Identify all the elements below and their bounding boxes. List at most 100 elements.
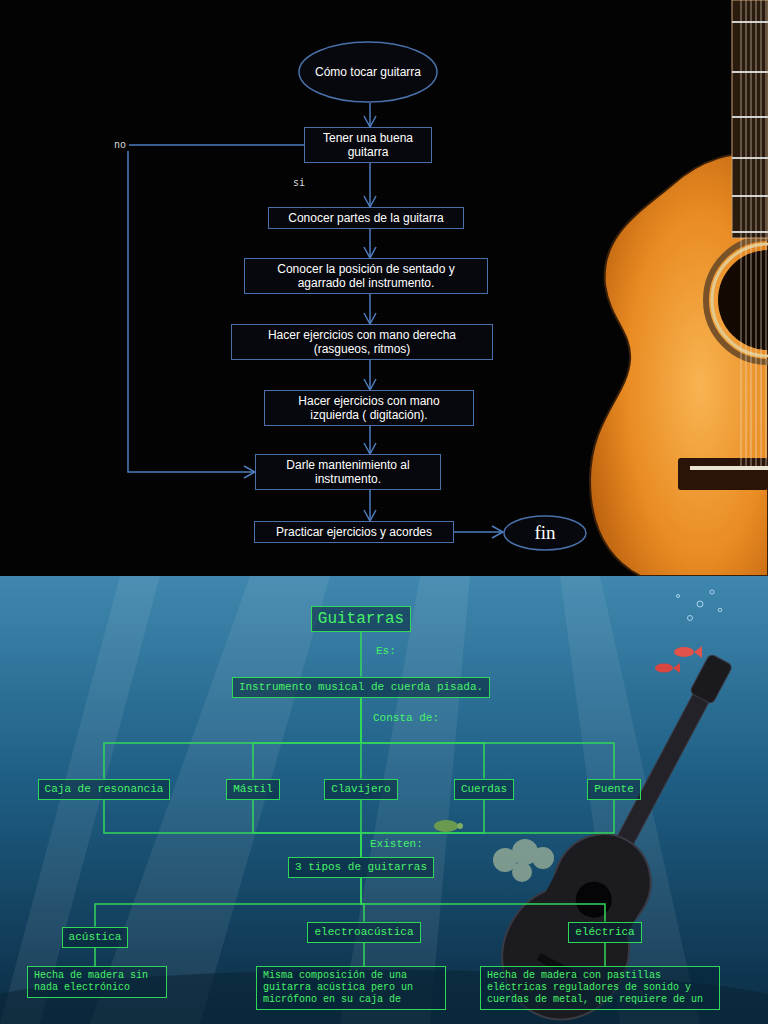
guitar-body bbox=[539, 852, 648, 948]
rosette bbox=[706, 238, 768, 362]
node-text: Hacer ejercicios con mano derecha (rasgu… bbox=[240, 328, 484, 356]
description-box: Hecha de madera con pastillas eléctricas… bbox=[480, 966, 720, 1010]
connector bbox=[364, 103, 376, 127]
node-text: Mástil bbox=[233, 783, 273, 796]
node-text: Darle mantenimiento al instrumento. bbox=[264, 458, 432, 486]
concept-box: 3 tipos de guitarras bbox=[288, 857, 434, 878]
connector bbox=[253, 800, 361, 857]
connector bbox=[604, 943, 605, 967]
connector-line bbox=[363, 943, 365, 967]
arrow-head bbox=[364, 510, 376, 521]
connector-line bbox=[604, 943, 606, 967]
node-text: Caja de resonancia bbox=[45, 783, 164, 796]
concept-box: Caja de resonancia bbox=[38, 779, 171, 800]
connector-line bbox=[361, 800, 484, 857]
node-text: Cuerdas bbox=[461, 783, 507, 796]
connector bbox=[361, 698, 614, 779]
bubbles bbox=[677, 590, 722, 621]
concept-box: acústica bbox=[62, 927, 129, 948]
arrow-head bbox=[364, 116, 376, 127]
connector bbox=[95, 878, 361, 927]
connector-line bbox=[360, 632, 362, 677]
process-box: Hacer ejercicios con mano izquierda ( di… bbox=[264, 390, 474, 426]
connector-line bbox=[454, 531, 503, 533]
node-text: 3 tipos de guitarras bbox=[295, 861, 427, 874]
arrow-head bbox=[364, 443, 376, 454]
connector bbox=[364, 294, 376, 324]
edge-label: si bbox=[290, 177, 308, 189]
concept-box: Cuerdas bbox=[454, 779, 514, 800]
connector bbox=[364, 426, 376, 454]
node-text: Tener una buena guitarra bbox=[313, 131, 423, 159]
jellyfish bbox=[493, 839, 554, 882]
arrow-head bbox=[244, 466, 255, 478]
underwater-guitar bbox=[479, 630, 768, 1024]
connector-line bbox=[361, 698, 614, 779]
node-text: Misma composición de una guitarra acústi… bbox=[263, 970, 439, 1006]
oval-shape bbox=[504, 516, 586, 550]
arrow-head bbox=[364, 313, 376, 324]
strings bbox=[741, 0, 766, 470]
node-text: eléctrica bbox=[575, 926, 634, 939]
rosette bbox=[712, 244, 768, 356]
guitar-photo bbox=[590, 0, 768, 576]
arrow-head bbox=[364, 247, 376, 258]
node-text: Hecha de madera con pastillas eléctricas… bbox=[487, 970, 713, 1006]
concept-box: Instrumento musical de cuerda pisada. bbox=[232, 677, 490, 698]
connector-line bbox=[369, 426, 371, 454]
connector bbox=[364, 490, 376, 521]
connector-line bbox=[369, 360, 371, 390]
node-text: Guitarras bbox=[318, 610, 404, 628]
node-text: acústica bbox=[69, 931, 122, 944]
process-box: Conocer partes de la guitarra bbox=[268, 207, 464, 229]
connector bbox=[104, 698, 361, 779]
connector bbox=[360, 632, 361, 677]
connector-line bbox=[361, 698, 484, 779]
connector bbox=[364, 163, 376, 207]
bridge bbox=[678, 458, 768, 490]
connector bbox=[364, 360, 376, 390]
concept-box: eléctrica bbox=[568, 922, 641, 943]
arrow-head bbox=[364, 196, 376, 207]
connector bbox=[253, 698, 361, 779]
node-text: Conocer la posición de sentado y agarrad… bbox=[253, 262, 479, 290]
decision-box: Tener una buena guitarra bbox=[304, 127, 432, 163]
connector-line bbox=[369, 163, 371, 207]
sound-hole bbox=[569, 875, 618, 924]
connector-line bbox=[369, 103, 371, 127]
connector bbox=[361, 800, 484, 857]
connector bbox=[128, 145, 304, 478]
arrow-head bbox=[492, 526, 503, 538]
connector-line bbox=[253, 698, 361, 779]
guitar-head bbox=[689, 653, 733, 704]
arrow-head bbox=[364, 379, 376, 390]
connector-line bbox=[104, 698, 361, 779]
node-text: Puente bbox=[594, 783, 634, 796]
edge-label: Consta de: bbox=[373, 712, 439, 725]
fish bbox=[655, 646, 702, 673]
connector bbox=[361, 698, 484, 779]
connector-line bbox=[253, 800, 361, 857]
connector-line bbox=[369, 229, 371, 258]
turtle bbox=[434, 820, 463, 832]
connector-line bbox=[104, 800, 361, 857]
node-text: Clavijero bbox=[331, 783, 390, 796]
connector bbox=[95, 948, 96, 967]
dark-background bbox=[0, 0, 768, 576]
title-box: Guitarras bbox=[311, 606, 411, 632]
node-text: Conocer partes de la guitarra bbox=[277, 211, 455, 225]
connector bbox=[364, 229, 376, 258]
description-box: Hecha de madera sin nada electrónico bbox=[27, 966, 167, 998]
process-box: Practicar ejercicios y acordes bbox=[254, 521, 454, 543]
node-text: Cómo tocar guitarra bbox=[315, 65, 421, 79]
underwater-background bbox=[0, 576, 768, 1024]
oval-shape bbox=[299, 42, 437, 102]
edge-label: no bbox=[111, 139, 129, 151]
fingerboard bbox=[732, 0, 768, 238]
process-box: Hacer ejercicios con mano derecha (rasgu… bbox=[231, 324, 493, 360]
node-text: Hacer ejercicios con mano izquierda ( di… bbox=[273, 394, 465, 422]
connector-line bbox=[95, 878, 361, 927]
edge-label: Es: bbox=[376, 645, 396, 658]
